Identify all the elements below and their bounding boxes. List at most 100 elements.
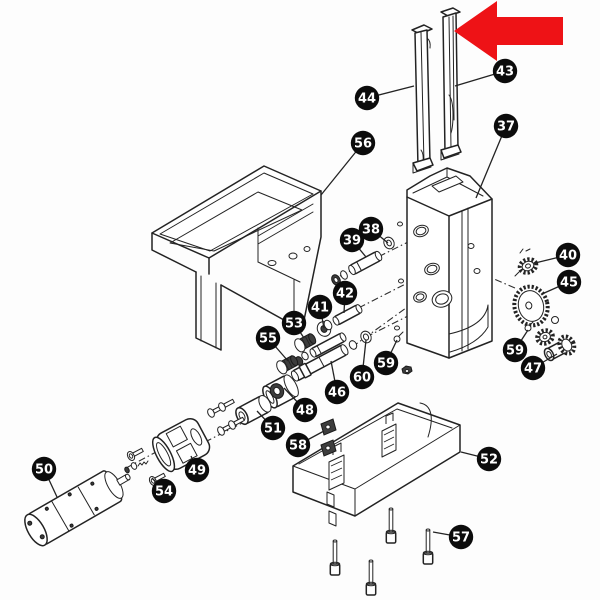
callout-circle <box>493 113 519 139</box>
callout-circle <box>339 227 365 253</box>
part-43-guide-bar <box>440 7 462 161</box>
part-38-ring <box>383 236 395 250</box>
callout-circle <box>31 456 57 482</box>
callout-circle <box>292 397 318 423</box>
part-44-guide-bar <box>411 24 434 174</box>
callout-number: 43 <box>496 65 514 80</box>
part-57-bolts <box>329 507 434 596</box>
callout-number: 40 <box>559 249 577 264</box>
callout-number: 41 <box>311 301 329 316</box>
callout-circle <box>255 325 281 351</box>
callout-circle <box>184 457 210 483</box>
callout-circle <box>260 415 286 441</box>
callout-40: 40 <box>555 242 581 268</box>
part-39-shaft <box>348 250 383 276</box>
callout-52: 52 <box>476 446 502 472</box>
callout-number: 48 <box>296 404 314 419</box>
callout-circle <box>354 85 380 111</box>
callout-54: 54 <box>151 478 177 504</box>
part-55-knurled-plug <box>276 355 299 375</box>
callout-number: 55 <box>259 332 277 347</box>
small-cluster-gear <box>535 328 555 346</box>
callout-circle <box>492 58 518 84</box>
callout-58: 58 <box>285 432 311 458</box>
callout-50: 50 <box>31 456 57 482</box>
callout-number: 52 <box>480 453 498 468</box>
callout-circle <box>349 364 375 390</box>
callout-number: 54 <box>155 485 173 500</box>
part-37-main-housing <box>394 167 493 359</box>
callout-41: 41 <box>307 294 333 320</box>
callout-circle <box>448 524 474 550</box>
part-58-clips <box>320 418 337 457</box>
callout-number: 46 <box>328 386 346 401</box>
callout-number: 50 <box>35 463 53 478</box>
part-56-reservoir-box <box>151 165 322 351</box>
washer-small <box>340 270 348 280</box>
callout-circle <box>151 478 177 504</box>
callout-circle <box>285 432 311 458</box>
part-53-knurled-plug <box>294 333 317 353</box>
callout-number: 59 <box>377 357 395 372</box>
bushing-small <box>323 319 333 331</box>
callout-circle <box>502 337 528 363</box>
callout-bubbles: 4443375638394045424153555947596046485158… <box>31 58 582 550</box>
callout-57: 57 <box>448 524 474 550</box>
callout-53: 53 <box>281 310 307 336</box>
callout-circle <box>476 446 502 472</box>
callout-number: 49 <box>188 464 206 479</box>
ring-dark <box>331 274 341 286</box>
part-59-set-screw-left <box>393 331 404 343</box>
callout-59: 59 <box>373 350 399 376</box>
hex-nut-small <box>401 365 413 375</box>
leader-line-37 <box>475 125 507 199</box>
coupling-screws <box>207 398 245 436</box>
callout-circle <box>358 216 384 242</box>
callout-number: 44 <box>358 92 376 107</box>
callout-circle <box>520 355 546 381</box>
callout-59: 59 <box>502 337 528 363</box>
callout-number: 38 <box>362 223 380 238</box>
callout-circle <box>373 350 399 376</box>
gear-40-detail-marks <box>514 248 531 277</box>
callout-circle <box>556 269 582 295</box>
callout-46: 46 <box>324 379 350 405</box>
callout-circle <box>350 130 376 156</box>
callout-number: 51 <box>264 422 282 437</box>
bearing-ring <box>269 383 285 399</box>
callout-number: 59 <box>506 344 524 359</box>
callout-number: 42 <box>336 287 354 302</box>
part-60-ring <box>360 330 372 344</box>
callout-circle <box>324 379 350 405</box>
bearing-ball <box>551 316 559 324</box>
callout-44: 44 <box>354 85 380 111</box>
part-42-shaft <box>332 304 363 326</box>
part-47-pinion-gear <box>543 334 577 362</box>
callout-number: 47 <box>524 362 542 377</box>
callout-42: 42 <box>332 280 358 306</box>
callout-number: 58 <box>289 439 307 454</box>
callout-number: 60 <box>353 371 371 386</box>
callout-number: 45 <box>560 276 578 291</box>
callout-number: 57 <box>452 531 470 546</box>
callout-51: 51 <box>260 415 286 441</box>
part-49-coupling-housing <box>151 417 211 473</box>
callout-37: 37 <box>493 113 519 139</box>
callout-38: 38 <box>358 216 384 242</box>
callout-56: 56 <box>350 130 376 156</box>
part-51-coupler <box>235 395 272 426</box>
callout-number: 56 <box>354 137 372 152</box>
callout-48: 48 <box>292 397 318 423</box>
callout-49: 49 <box>184 457 210 483</box>
callout-number: 37 <box>497 120 515 135</box>
part-50-motor <box>24 470 131 547</box>
middle-shaft <box>309 332 347 358</box>
callout-number: 53 <box>285 317 303 332</box>
callout-39: 39 <box>339 227 365 253</box>
callout-circle <box>281 310 307 336</box>
tray-post-b <box>381 412 397 458</box>
callout-55: 55 <box>255 325 281 351</box>
callout-circle <box>332 280 358 306</box>
